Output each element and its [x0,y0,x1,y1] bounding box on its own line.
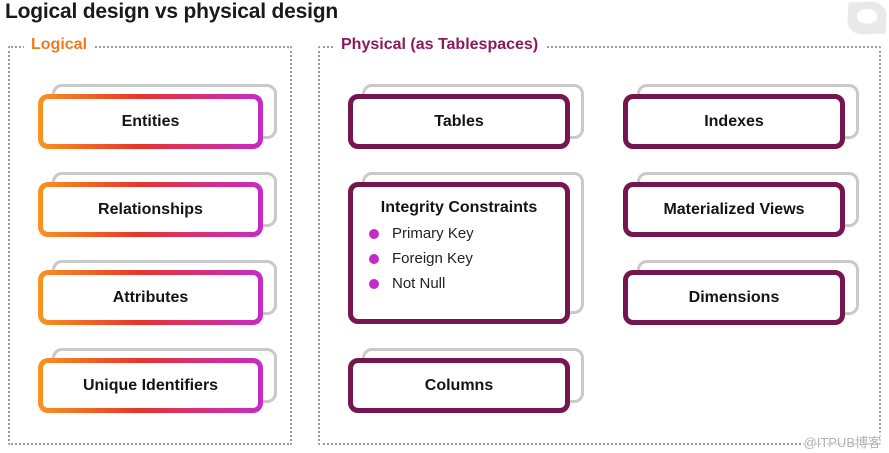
leaf-logo-icon [847,1,887,35]
bullet-icon [369,253,379,264]
bullet-icon [369,228,379,239]
card-label: Tables [434,112,484,130]
list-item-label: Not Null [392,275,446,292]
card-label: Columns [424,376,494,394]
card-unique-identifiers: Unique Identifiers [38,348,277,413]
physical-panel-label: Physical (as Tablespaces) [334,36,546,54]
bullet-icon [369,278,379,289]
physical-panel: Physical (as Tablespaces) Tables Integri… [318,36,881,445]
logical-panel-label: Logical [24,36,95,54]
list-item: Foreign Key [369,250,565,267]
card-indexes: Indexes [623,84,859,149]
card-tables: Tables [348,84,584,149]
card-label: Dimensions [688,288,780,306]
list-item: Primary Key [369,225,565,242]
card-label: Integrity Constraints [380,199,538,216]
page-title: Logical design vs physical design [5,0,338,23]
card-relationships: Relationships [38,172,277,237]
card-integrity-constraints: Integrity Constraints Primary Key Foreig… [348,172,584,324]
card-label: Relationships [98,200,203,218]
watermark: @ITPUB博客 [801,432,883,451]
card-entities: Entities [38,84,277,149]
card-attributes: Attributes [38,260,277,325]
list-item-label: Primary Key [392,225,474,242]
card-label: Indexes [704,112,764,130]
logical-panel: Logical Entities Relationships Attribute… [8,36,292,445]
card-materialized-views: Materialized Views [623,172,859,237]
card-dimensions: Dimensions [623,260,859,325]
card-label: Attributes [112,288,189,306]
card-columns: Columns [348,348,584,413]
constraint-list: Primary Key Foreign Key Not Null [353,225,565,300]
card-label: Materialized Views [663,200,805,218]
list-item-label: Foreign Key [392,250,473,267]
card-label: Unique Identifiers [82,376,219,394]
list-item: Not Null [369,275,565,292]
card-label: Entities [121,112,180,130]
